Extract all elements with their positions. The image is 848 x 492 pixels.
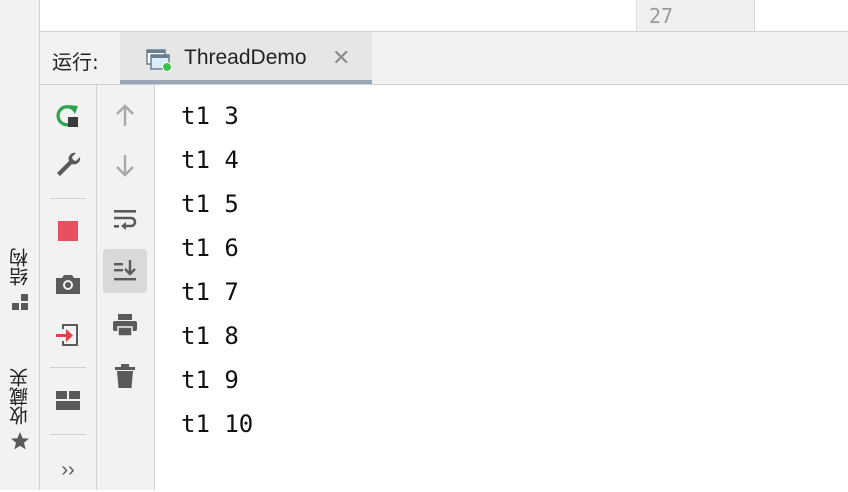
console-output[interactable]: t1 3 t1 4 t1 5 t1 6 t1 7 t1 8 t1 9 t1 10 [155, 85, 848, 490]
print-button[interactable] [103, 303, 147, 347]
favorites-tab-label: 收藏夹 [9, 368, 31, 425]
console-line: t1 3 [181, 102, 239, 130]
editor-gutter: 27 [636, 0, 755, 31]
run-tab-threaddemo[interactable]: ThreadDemo ✕ [120, 32, 372, 84]
exit-button[interactable] [46, 313, 90, 357]
exit-icon [56, 324, 78, 346]
rerun-button[interactable] [46, 94, 90, 138]
layout-button[interactable] [46, 379, 90, 423]
favorites-tab[interactable]: 收藏夹 [0, 368, 39, 451]
editor-area: 27 [40, 0, 848, 32]
soft-wrap-icon [114, 210, 137, 230]
run-panel-label: 运行: [52, 50, 99, 74]
structure-tab-label: 结构 [9, 248, 31, 286]
console-line: t1 5 [181, 190, 239, 218]
soft-wrap-button[interactable] [103, 197, 147, 241]
console-line: t1 7 [181, 278, 239, 306]
console-line: t1 4 [181, 146, 239, 174]
scroll-down-button[interactable] [103, 143, 147, 187]
scroll-to-end-button[interactable] [103, 249, 147, 293]
stop-button[interactable] [46, 209, 90, 253]
left-tool-strip: 结构 收藏夹 [0, 0, 40, 490]
scroll-up-button[interactable] [103, 94, 147, 138]
console-line: t1 8 [181, 322, 239, 350]
arrow-down-icon [116, 155, 134, 177]
layout-icon [56, 391, 80, 410]
toolbar-divider [50, 367, 86, 368]
wrench-icon [57, 152, 81, 176]
dump-threads-button[interactable] [46, 262, 90, 306]
structure-tab[interactable]: 结构 [0, 248, 39, 312]
structure-icon [11, 294, 28, 310]
edit-configuration-button[interactable] [46, 142, 90, 186]
console-line: t1 10 [181, 410, 254, 438]
application-window-icon [146, 49, 172, 72]
toolbar-divider [50, 434, 86, 435]
active-tab-indicator [120, 80, 372, 84]
clear-all-button[interactable] [103, 354, 147, 398]
run-panel-header: 运行: ThreadDemo ✕ [40, 32, 848, 85]
arrow-up-icon [116, 104, 134, 126]
run-tab-title: ThreadDemo [184, 46, 307, 69]
star-icon [10, 432, 29, 450]
console-line: t1 6 [181, 234, 239, 262]
console-line: t1 9 [181, 366, 239, 394]
scroll-to-end-icon [114, 260, 136, 281]
camera-icon [56, 275, 80, 294]
line-number: 27 [649, 4, 674, 28]
toolbar-divider [50, 198, 86, 199]
rerun-icon [56, 105, 78, 127]
stop-icon [58, 221, 78, 241]
trash-icon [115, 364, 135, 388]
more-actions-button[interactable]: ›› [61, 458, 75, 481]
printer-icon [113, 314, 137, 337]
console-actions-toolbar [97, 85, 155, 490]
run-actions-toolbar: ›› [40, 85, 97, 490]
close-icon[interactable]: ✕ [332, 45, 351, 70]
